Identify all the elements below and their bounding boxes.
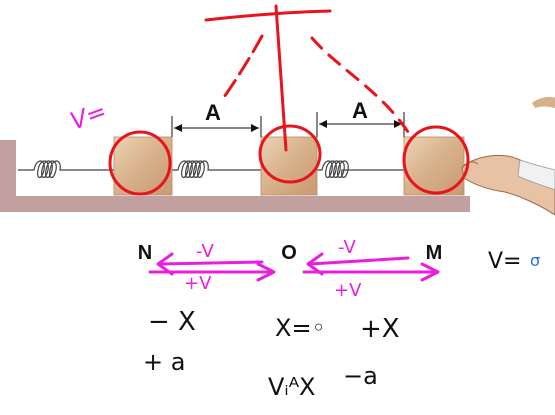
velocity-annotations: V= -V -V +V +V	[66, 97, 440, 301]
circle-block-n	[108, 130, 172, 196]
rail-floor	[0, 196, 470, 212]
note-plus-x: +X	[360, 314, 400, 344]
circle-block-o	[258, 124, 322, 184]
point-label-o: O	[281, 242, 297, 264]
v-right-annotation: V= σ	[488, 249, 540, 274]
v-right-prefix: V=	[488, 249, 521, 274]
amplitude-marker-left: A	[171, 100, 262, 137]
spring-middle-right	[316, 160, 406, 179]
red-pendulum-sketch	[108, 4, 470, 196]
arrow-left-2	[308, 256, 410, 266]
v-right-value: σ	[530, 251, 540, 270]
note-plus-a: + a	[143, 348, 185, 376]
label-minus-v-left: -V	[196, 241, 214, 262]
amplitude-label-left: A	[205, 100, 221, 125]
arrow-left-1	[158, 260, 264, 266]
label-plus-v-left: +V	[184, 273, 212, 294]
spring-left	[18, 160, 118, 179]
hand-illustration	[461, 96, 555, 216]
label-minus-v-right: -V	[338, 237, 356, 258]
v-small-annotation: V=	[66, 97, 110, 136]
note-minus-a: −a	[343, 362, 378, 390]
amplitude-label-right: A	[352, 98, 368, 123]
springs	[18, 160, 406, 179]
note-vmax: VᵢᴬX	[268, 373, 315, 401]
note-minus-x: − X	[148, 307, 196, 337]
point-label-n: N	[138, 242, 152, 264]
spring-middle-left	[172, 160, 262, 179]
position-notes: − X + a X=◦ +X −a VᵢᴬX	[143, 307, 400, 401]
amplitude-marker-right: A	[316, 98, 405, 137]
block-o	[260, 136, 318, 196]
label-plus-v-right: +V	[334, 280, 362, 301]
rail-left-wall	[0, 140, 16, 210]
note-x-zero: X=◦	[275, 314, 326, 342]
rail	[0, 140, 470, 212]
point-label-m: M	[426, 242, 443, 264]
circle-block-m	[402, 125, 470, 195]
